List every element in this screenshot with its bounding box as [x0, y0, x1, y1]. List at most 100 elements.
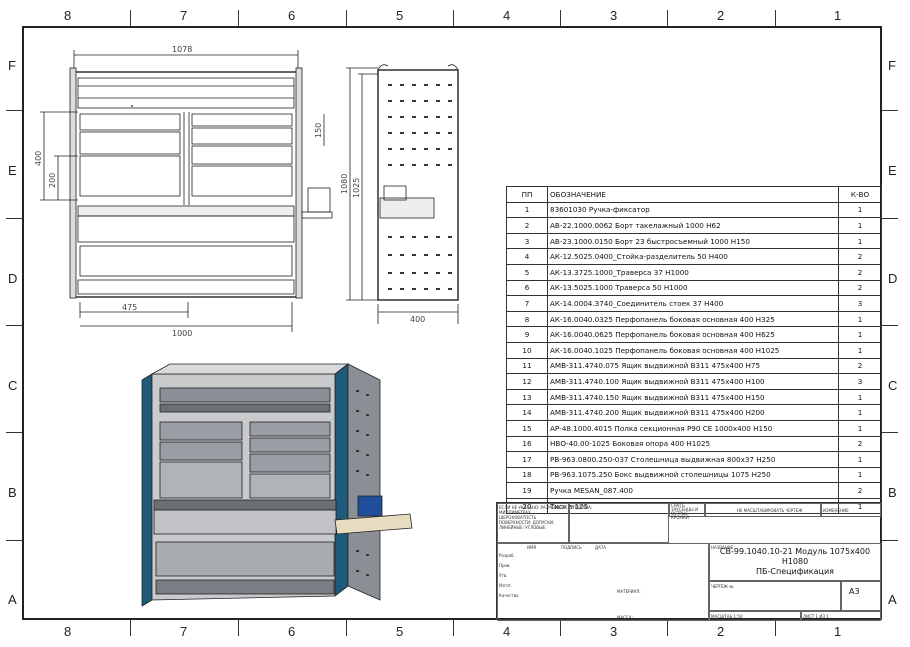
zone-col-label: 1	[834, 8, 842, 23]
dim-150: 150	[314, 123, 323, 138]
dim-400-side: 400	[410, 315, 425, 324]
spec-cell-qty: 2	[838, 482, 882, 499]
spec-cell-num: 4	[506, 248, 548, 265]
spec-cell-qty: 1	[838, 232, 882, 250]
spec-cell-qty: 3	[838, 295, 882, 312]
zone-row-label: D	[888, 271, 898, 286]
spec-cell-qty: 1	[838, 326, 882, 343]
drawing-no-label: ЧЕРТЕЖ №	[711, 584, 734, 589]
date-col-label: ДАТА	[595, 545, 607, 550]
material-label: МАТЕРИАЛ:	[617, 589, 641, 594]
zone-col-label: 4	[503, 8, 511, 23]
spec-cell-num: 17	[506, 451, 548, 468]
title-block: ЕСЛИ НЕ УКАЗАНО: РАЗМЕРЫ В МИЛЛИМЕТРАХ Ш…	[496, 502, 882, 621]
sign-col-label: ПОДПИСЬ	[561, 545, 582, 550]
tolerances-label: ЕСЛИ НЕ УКАЗАНО: РАЗМЕРЫ В МИЛЛИМЕТРАХ Ш…	[499, 505, 565, 530]
spec-cell-qty: 1	[838, 404, 882, 421]
weight-label: МАССА:	[617, 615, 633, 620]
zone-col-label: 6	[288, 624, 296, 639]
spec-cell-name: АМВ-311.4740.150 Ящик выдвижной B311 475…	[547, 388, 839, 406]
front-view-drawing: 1078 475 1000 400 200 150	[34, 45, 333, 338]
spec-cell-num: 12	[506, 373, 548, 390]
deburr-label: СНЯТЬ ЗАУСЕНЦЫ И ОСТРЫЕ КРОМКИ	[671, 503, 698, 520]
checked-label: Пров.	[499, 563, 511, 568]
zone-col-label: 6	[288, 8, 296, 23]
name-col-label: ИМЯ	[527, 545, 537, 550]
spec-cell-qty: 2	[838, 435, 882, 453]
zone-row-label: D	[8, 271, 18, 286]
spec-cell-num: 6	[506, 279, 548, 297]
zone-row-label: C	[8, 378, 18, 393]
spec-cell-name: АК-16.0040.0325 Перфопанель боковая осно…	[547, 310, 839, 328]
spec-cell-num: 15	[506, 419, 548, 437]
spec-cell-qty: 2	[838, 357, 882, 375]
spec-cell-qty: 2	[838, 263, 882, 281]
zone-row-label: E	[8, 163, 17, 178]
spec-cell-num: 9	[506, 326, 548, 343]
zone-col-label: 4	[503, 624, 511, 639]
zone-col-label: 3	[610, 8, 618, 23]
zone-col-label: 7	[180, 624, 188, 639]
spec-cell-qty: 1	[838, 388, 882, 406]
approved-label: Утв.	[499, 573, 508, 578]
spec-cell-qty: 1	[838, 466, 882, 484]
spec-cell-num: 11	[506, 357, 548, 375]
zone-row-label: B	[8, 485, 17, 500]
zone-col-label: 2	[717, 8, 725, 23]
drawing-title: СВ-99.1040.10-21 Модуль 1075х400 Н1080 П…	[709, 547, 881, 577]
spec-cell-qty: 2	[838, 248, 882, 265]
spec-cell-name: АМВ-311.4740.100 Ящик выдвижной B311 475…	[547, 373, 839, 390]
spec-cell-name: АК-12.5025.0400_Стойка-разделитель 50 Н4…	[547, 248, 839, 265]
dim-1000: 1000	[172, 329, 192, 338]
spec-cell-num: 13	[506, 388, 548, 406]
title-name-label: НАЗВАНИЕ:	[711, 545, 735, 550]
spec-cell-num: 2	[506, 217, 548, 234]
drawing-title-line1: СВ-99.1040.10-21 Модуль 1075х400 Н1080	[719, 547, 871, 566]
spec-cell-name: АК-13.5025.1000 Траверса 50 Н1000	[547, 279, 839, 297]
spec-cell-name: АВ-23.1000.0150 Борт 23 быстросъемный 10…	[547, 232, 839, 250]
spec-cell-num: 1	[506, 201, 548, 219]
made-label: Изгот.	[499, 583, 513, 588]
spec-cell-num: 19	[506, 482, 548, 499]
zone-row-label: F	[8, 58, 16, 73]
spec-cell-num: 5	[506, 263, 548, 281]
spec-cell-name: АР-48.1000.4015 Полка секционная Р90 СЕ …	[547, 419, 839, 437]
spec-header-row: ПП ОБОЗНАЧЕНИЕ К-ВО	[506, 186, 882, 203]
spec-cell-qty: 1	[838, 341, 882, 359]
spec-cell-num: 3	[506, 232, 548, 250]
developed-label: Разраб.	[499, 553, 515, 558]
spec-cell-name: АК-16.0040.1025 Перфопанель боковая осно…	[547, 341, 839, 359]
spec-cell-num: 8	[506, 310, 548, 328]
zone-row-label: C	[888, 378, 898, 393]
spec-header-qty: К-ВО	[838, 186, 882, 203]
spec-header-num: ПП	[506, 186, 548, 203]
spec-cell-qty: 3	[838, 373, 882, 390]
quality-label: Качество	[499, 593, 519, 598]
spec-cell-qty: 1	[838, 201, 882, 219]
spec-cell-name: АВ-22.1000.0062 Борт такелажный 1000 Н62	[547, 217, 839, 234]
dim-475: 475	[122, 303, 137, 312]
spec-cell-num: 16	[506, 435, 548, 453]
zone-col-label: 5	[396, 8, 404, 23]
zone-col-label: 2	[717, 624, 725, 639]
spec-cell-qty: 1	[838, 217, 882, 234]
scale-label: МАСШТАБ:1:50	[711, 614, 743, 619]
spec-cell-name: АК-16.0040.0625 Перфопанель боковая осно…	[547, 326, 839, 343]
spec-cell-name: РВ-963.1075.250 Бокс выдвижной столешниц…	[547, 466, 839, 484]
dim-1025: 1025	[352, 178, 361, 198]
